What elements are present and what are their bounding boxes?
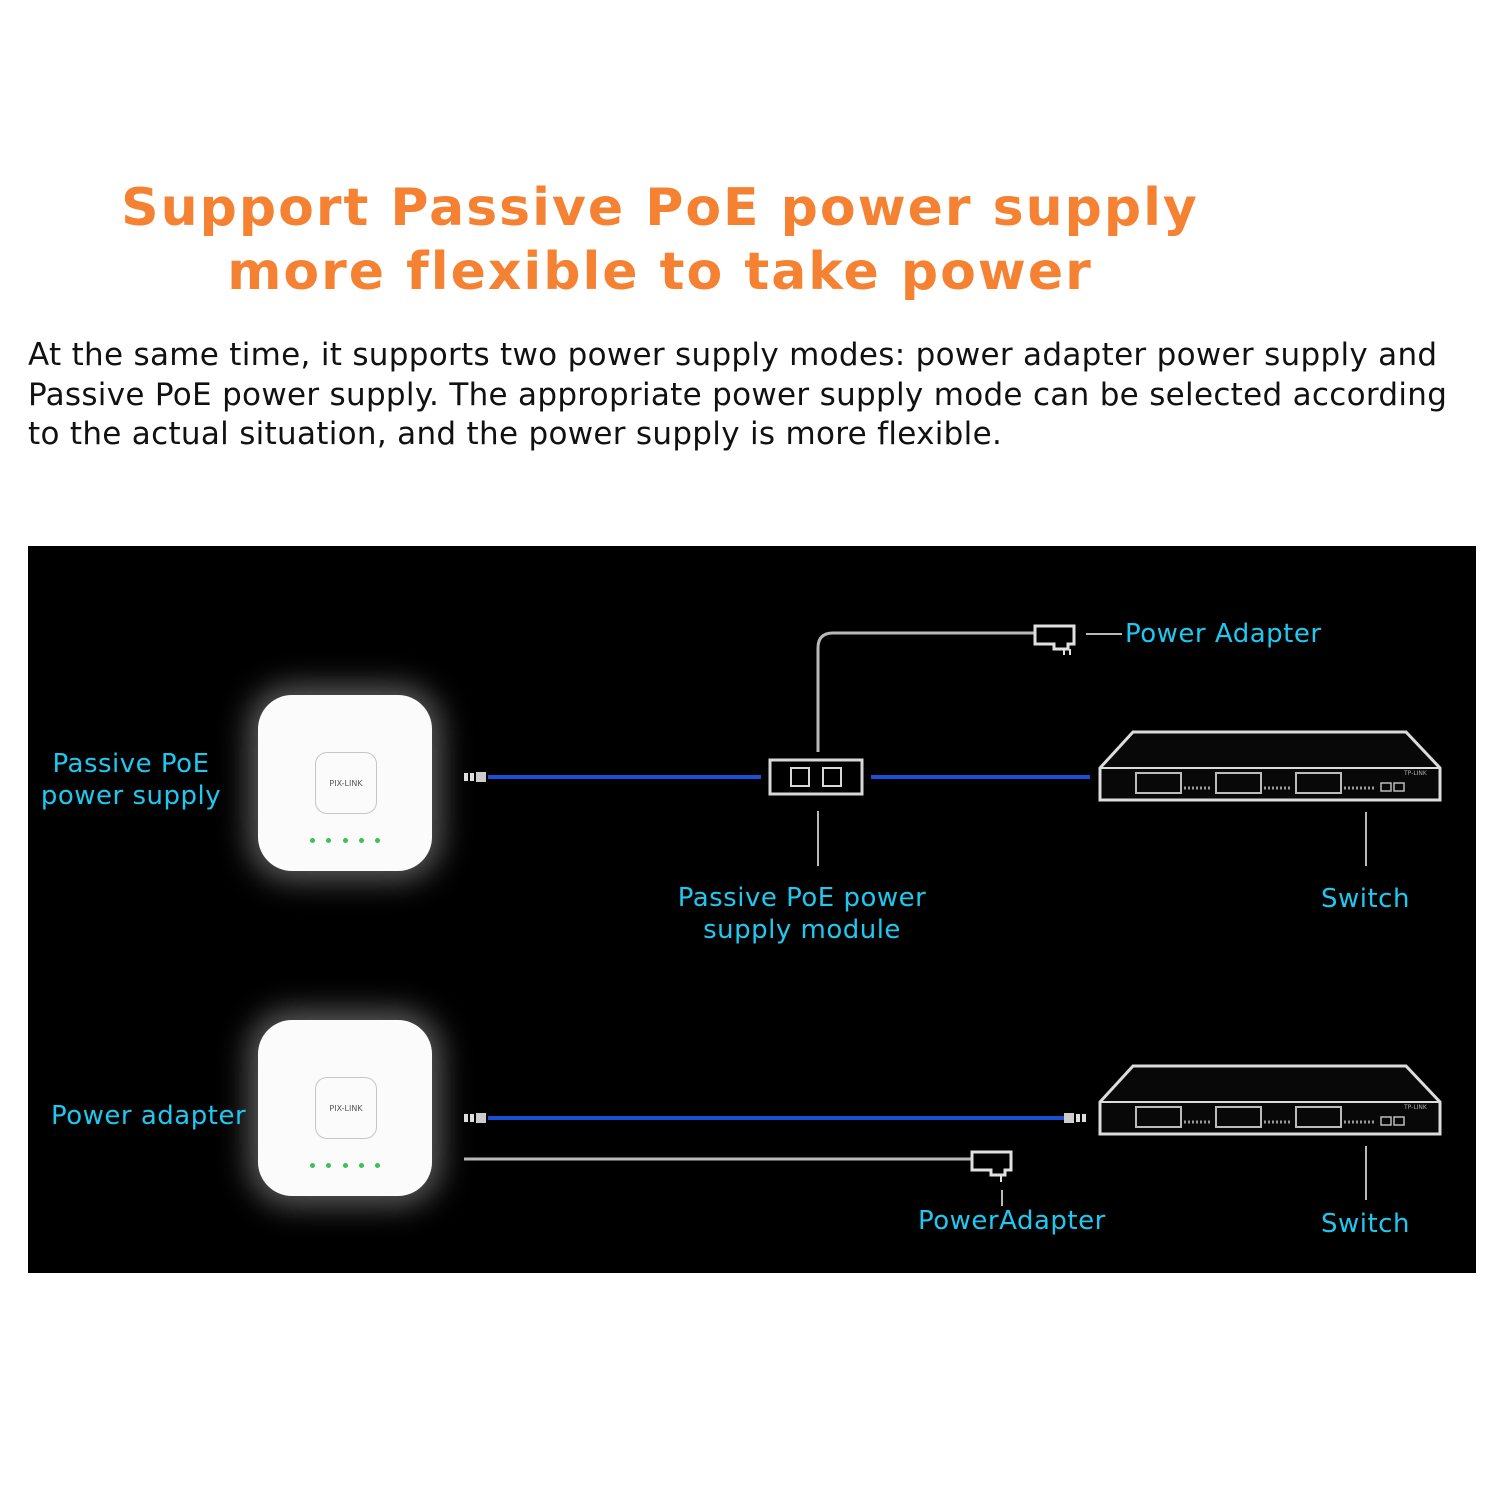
headline-line-2: more flexible to take power — [227, 242, 1093, 302]
bottom-switch-connector-icon — [1064, 1113, 1086, 1123]
bottom-switch-label: Switch — [1321, 1209, 1410, 1239]
top-switch-icon: TP-LINK — [1098, 730, 1442, 802]
top-switch-label: Switch — [1321, 884, 1410, 914]
poe-module-label: Passive PoE power supply module — [677, 883, 927, 945]
bottom-ap-connector-icon — [464, 1113, 486, 1123]
bottom-access-point: PIX-LINK — [258, 1020, 432, 1196]
ap-led-indicators — [310, 1163, 380, 1168]
poe-module-icon — [768, 758, 864, 796]
ap-logo: PIX-LINK — [315, 752, 377, 814]
diagram-wires: TP-LINK — [464, 624, 1442, 1206]
bottom-switch-brand: TP-LINK — [1403, 1104, 1428, 1111]
ap-logo: PIX-LINK — [315, 1077, 377, 1139]
top-access-point: PIX-LINK — [258, 695, 432, 871]
description: At the same time, it supports two power … — [28, 337, 1448, 452]
ap-led-indicators — [310, 838, 380, 843]
top-power-cable — [816, 631, 1034, 752]
bottom-power-adapter-label: PowerAdapter — [918, 1206, 1106, 1236]
bottom-switch-icon: TP-LINK — [1098, 1064, 1442, 1136]
diagram-panel: TP-LINK — [28, 546, 1476, 1273]
top-power-adapter-label: Power Adapter — [1125, 619, 1322, 649]
top-mode-label: Passive PoE power supply — [40, 749, 222, 811]
bottom-mode-label: Power adapter — [51, 1101, 247, 1131]
top-switch-brand: TP-LINK — [1403, 770, 1428, 777]
top-power-adapter-icon — [1033, 624, 1076, 655]
bottom-power-adapter-icon — [970, 1150, 1013, 1206]
headline-line-1: Support Passive PoE power supply — [121, 178, 1199, 238]
top-ap-connector-icon — [464, 772, 486, 782]
